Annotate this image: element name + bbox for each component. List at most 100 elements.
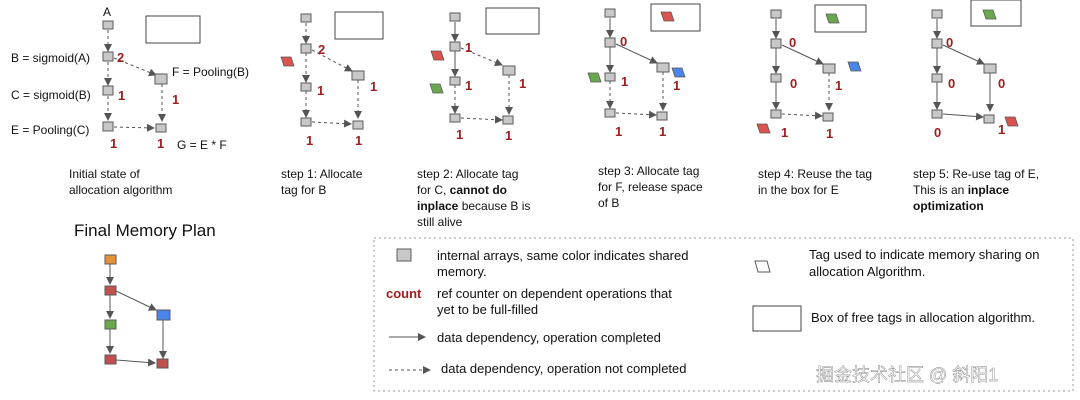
caption-bold-text: inplace xyxy=(417,199,459,213)
free-tag-box xyxy=(334,11,384,40)
legend-box xyxy=(373,237,1074,392)
array-node-a xyxy=(604,8,616,18)
watermark-text: 掘金技术社区 @ 斜阳1 xyxy=(816,365,998,385)
ref-count-f: 1 xyxy=(673,78,680,93)
array-node-a xyxy=(770,9,782,19)
tag-green-icon xyxy=(825,13,840,24)
legend-box-desc: Box of free tags in allocation algorithm… xyxy=(811,310,1035,325)
array-node-c xyxy=(449,76,461,86)
array-node-b xyxy=(770,38,782,49)
free-tag-box-icon xyxy=(752,305,802,332)
array-node-c xyxy=(770,73,782,83)
ref-count-g: 1 xyxy=(826,126,833,141)
legend-count-desc-line-1: ref counter on dependent operations that xyxy=(437,286,672,301)
node-label-b: B = sigmoid(A) xyxy=(11,51,90,65)
ref-count-f: 1 xyxy=(172,92,179,107)
ref-count-e: 1 xyxy=(781,125,788,140)
tag-blue-icon xyxy=(847,61,862,72)
final-plan-panel: Final Memory Plan xyxy=(74,221,216,369)
tag-green-icon xyxy=(982,9,997,20)
caption-line-2: for F, release space xyxy=(598,180,703,194)
ref-count-b: 0 xyxy=(789,35,796,50)
dep-edge-b-f xyxy=(781,44,824,65)
caption-line-2: for C, cannot do xyxy=(417,183,507,197)
legend-count-word: count xyxy=(386,286,422,301)
array-node-b xyxy=(102,51,114,62)
caption-line-1: step 2: Allocate tag xyxy=(417,167,518,181)
ref-count-g: 1 xyxy=(998,122,1005,137)
ref-count-f: 1 xyxy=(835,78,842,93)
ref-count-e: 0 xyxy=(934,125,941,140)
array-node-e xyxy=(449,113,461,123)
array-node-e xyxy=(604,108,616,118)
tag-green-icon xyxy=(429,83,444,94)
dep-edge-e-g xyxy=(115,358,156,367)
caption-text: for C, xyxy=(417,183,450,197)
legend-internal-arrays-line-2: memory. xyxy=(437,264,487,279)
caption-line-1: Initial state of xyxy=(69,167,140,181)
array-node-f xyxy=(156,309,171,321)
ref-count-c: 1 xyxy=(465,78,472,93)
node-label-e: E = Pooling(C) xyxy=(11,123,89,137)
ref-count-e: 1 xyxy=(306,133,313,148)
array-node-g xyxy=(822,112,834,122)
ref-count-e: 1 xyxy=(110,136,117,151)
array-node-f xyxy=(351,70,365,81)
ref-count-c: 1 xyxy=(118,88,125,103)
legend-panel: internal arrays, same color indicates sh… xyxy=(373,237,1074,392)
array-node-e xyxy=(931,109,943,119)
ref-count-c: 0 xyxy=(790,76,797,91)
array-node-g xyxy=(502,115,514,125)
dep-edge-b-f xyxy=(113,57,157,77)
step3-panel: 0 1 1 1 1 step 3: Allocate tag for F, re… xyxy=(587,3,703,210)
array-node-e xyxy=(102,121,114,132)
legend-count-desc-line-2: yet to be full-filled xyxy=(437,302,538,317)
dep-edge-b-f xyxy=(115,290,157,311)
array-node-g xyxy=(983,114,995,124)
ref-count-b: 1 xyxy=(465,40,472,55)
final-plan-title: Final Memory Plan xyxy=(74,221,216,240)
ref-count-f: 1 xyxy=(519,76,526,91)
caption-bold-text: inplace xyxy=(968,183,1010,197)
array-node-a xyxy=(104,254,117,265)
array-node-f xyxy=(983,63,997,74)
legend-dashed-desc: data dependency, operation not completed xyxy=(441,361,687,376)
ref-count-f: 1 xyxy=(370,79,377,94)
caption-line-3: of B xyxy=(598,196,619,210)
free-tag-box xyxy=(650,3,701,32)
legend-internal-arrays-line-1: internal arrays, same color indicates sh… xyxy=(437,248,688,263)
caption-line-1: step 3: Allocate tag xyxy=(598,164,699,178)
array-node-b xyxy=(931,38,943,49)
caption-line-1: step 5: Re-use tag of E, xyxy=(913,167,1039,181)
dep-edge-e-g xyxy=(942,112,984,121)
dep-edge-b-f xyxy=(942,44,985,65)
ref-count-c: 1 xyxy=(317,83,324,98)
caption-line-1: step 1: Allocate xyxy=(281,167,363,181)
array-node-g xyxy=(155,123,167,133)
free-tag-box xyxy=(814,4,867,33)
legend-tag-desc-line-2: allocation Algorithm. xyxy=(809,264,925,279)
ref-count-g: 1 xyxy=(659,124,666,139)
array-node-c xyxy=(300,82,312,92)
array-node-g xyxy=(156,358,169,369)
array-node-g xyxy=(656,111,668,121)
array-node-f xyxy=(502,65,516,76)
ref-count-b: 2 xyxy=(318,42,325,57)
tag-red-icon xyxy=(430,50,445,61)
tag-blue-icon xyxy=(671,67,686,78)
free-tag-box xyxy=(485,7,540,35)
caption-line-2: This is an inplace xyxy=(913,183,1009,197)
array-node-a xyxy=(300,13,312,23)
free-tag-box xyxy=(145,15,201,44)
ref-count-g: 1 xyxy=(157,136,164,151)
caption-line-2: tag for B xyxy=(281,183,326,197)
array-node-e xyxy=(300,117,312,127)
array-node-a xyxy=(931,9,943,19)
caption-text: This is an xyxy=(913,183,968,197)
array-node-b xyxy=(604,37,616,48)
ref-count-g: 1 xyxy=(505,128,512,143)
caption-line-3: inplace because B is xyxy=(417,199,530,213)
ref-count-g: 1 xyxy=(355,133,362,148)
ref-count-c: 1 xyxy=(621,74,628,89)
